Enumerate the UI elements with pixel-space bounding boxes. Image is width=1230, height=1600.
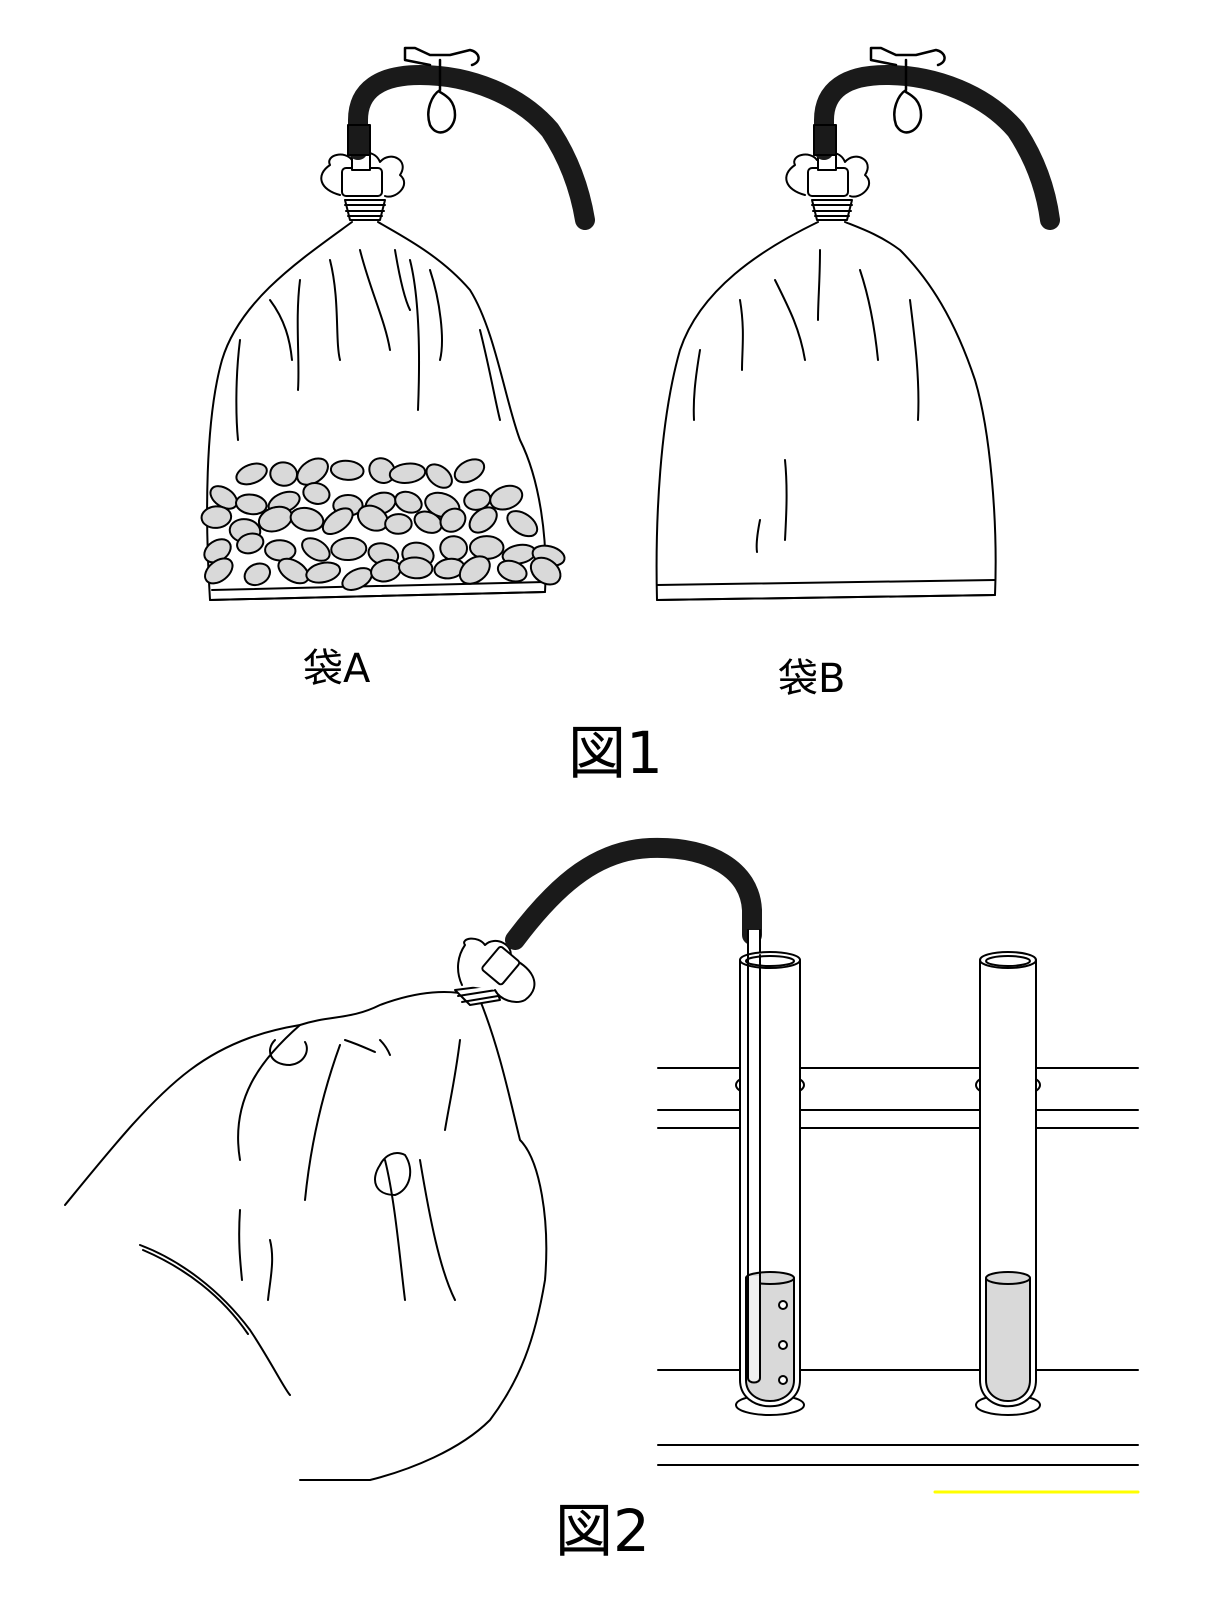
clip-a [403, 46, 480, 134]
stopper-a [341, 167, 383, 197]
bean [458, 555, 491, 585]
bean [301, 537, 331, 562]
bean [388, 462, 427, 484]
bean [321, 507, 354, 535]
bean [384, 513, 413, 535]
bean [439, 535, 469, 562]
bubble [778, 1340, 788, 1350]
figure-1-title: 図1 [568, 719, 663, 787]
bean [236, 532, 265, 555]
bag-a [200, 46, 595, 601]
bean [439, 507, 467, 533]
bean [468, 506, 498, 534]
rubber-tube-a [348, 65, 595, 230]
figure-2-drawing [64, 837, 1140, 1494]
test-tube-left [735, 929, 805, 1416]
stopper-b [807, 167, 849, 197]
bean [305, 561, 342, 584]
bean [235, 462, 268, 486]
bean [413, 510, 443, 534]
bean [398, 556, 434, 580]
test-tube-rack [657, 1067, 1139, 1466]
beans [200, 457, 566, 591]
bean [453, 458, 486, 484]
bubble [778, 1300, 788, 1310]
bean [204, 557, 234, 585]
bean [330, 536, 368, 562]
liquid-right [985, 1277, 1031, 1402]
rubber-tube-2 [505, 837, 762, 950]
bag-a-label: 袋A [303, 646, 371, 692]
hand [64, 991, 548, 1481]
bean [529, 556, 562, 586]
bean [394, 490, 423, 514]
figure-2-title: 図2 [555, 1497, 650, 1565]
bean [235, 493, 268, 516]
bean [296, 457, 329, 486]
bean [264, 539, 297, 562]
bean [200, 505, 233, 529]
bag-b [655, 46, 1060, 601]
bean [506, 510, 539, 538]
bean [425, 463, 453, 489]
bean [496, 559, 528, 583]
bean [243, 562, 272, 587]
bean [468, 535, 505, 560]
bean [329, 459, 365, 481]
clip-b [869, 46, 946, 134]
bag-b-body [655, 221, 997, 601]
bubble [778, 1375, 788, 1385]
test-tube-right [975, 951, 1041, 1416]
bean [489, 484, 524, 511]
rubber-tube-b [814, 65, 1060, 230]
bag-b-label: 袋B [778, 656, 846, 702]
bean [302, 482, 331, 505]
